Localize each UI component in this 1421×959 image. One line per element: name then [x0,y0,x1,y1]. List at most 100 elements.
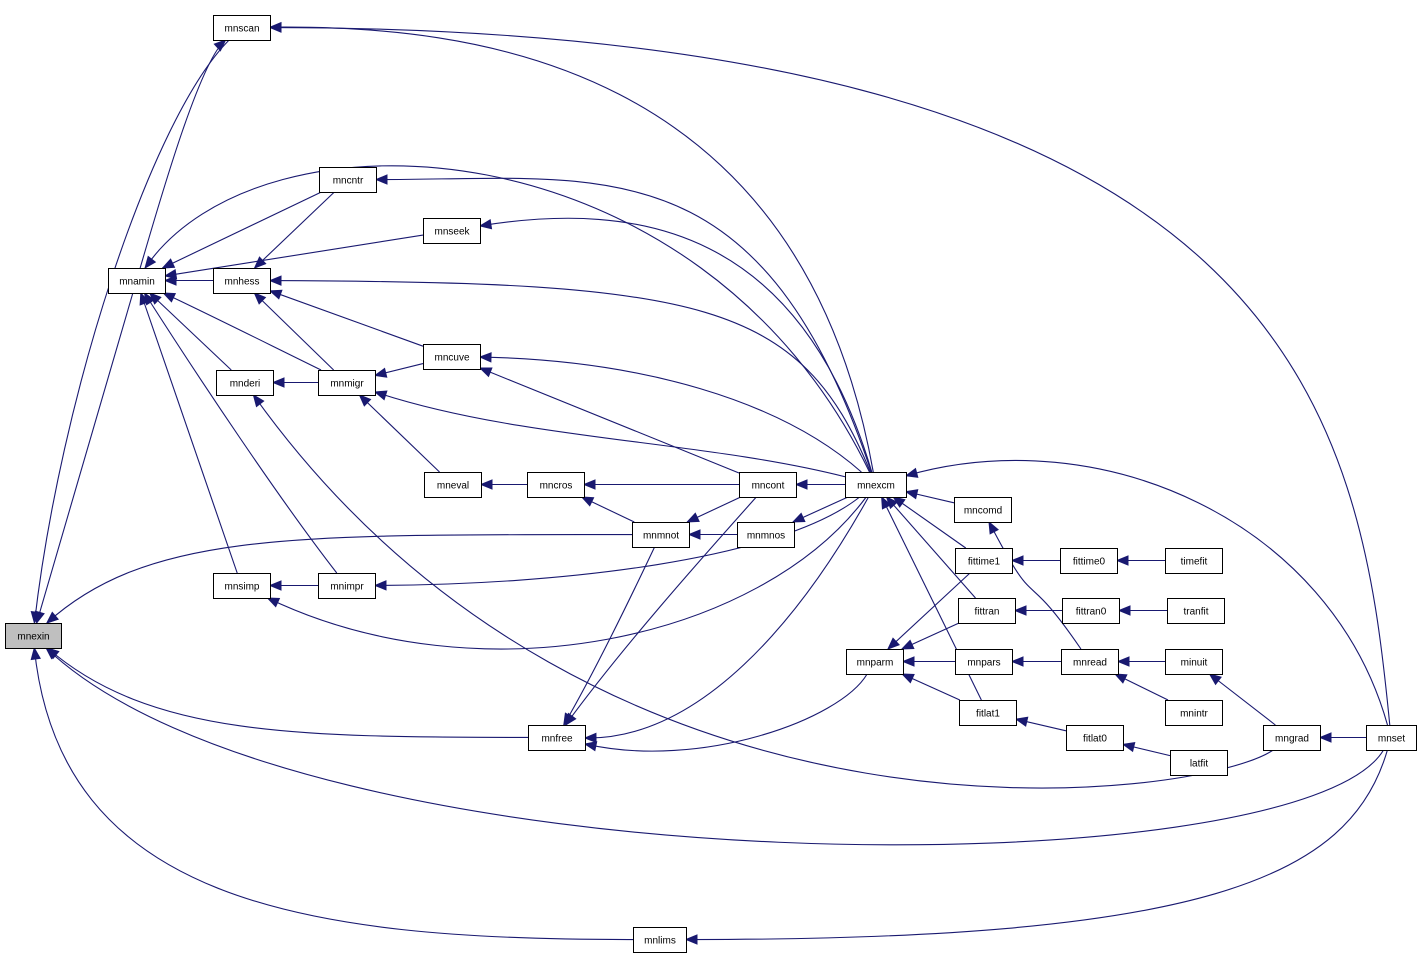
node-box[interactable] [319,167,377,193]
node-fitlat1[interactable]: fitlat1 [959,700,1017,726]
edge-line [254,191,335,269]
edge-mnintr-to-mnread [1113,673,1169,701]
arrowhead [564,712,577,727]
edge-line [988,521,1082,650]
node-mnfree[interactable]: mnfree [528,725,586,751]
node-latfit[interactable]: latfit [1170,750,1228,776]
arrowhead [686,512,700,523]
node-box[interactable] [1062,598,1120,624]
node-mncuve[interactable]: mncuve [423,344,481,370]
arrowhead [161,258,176,269]
node-box[interactable] [1263,725,1321,751]
node-box[interactable] [633,927,687,953]
node-mnmnot[interactable]: mnmnot [632,522,690,548]
node-minuit[interactable]: minuit [1165,649,1223,675]
node-mneval[interactable]: mneval [424,472,482,498]
node-box[interactable] [958,598,1016,624]
node-timefit[interactable]: timefit [1165,548,1223,574]
node-box[interactable] [213,573,271,599]
edge-mnset-to-mnexin [45,647,1385,846]
node-mnamin[interactable]: mnamin [108,268,166,294]
node-mncont[interactable]: mncont [739,472,797,498]
arrowhead [1010,555,1024,566]
edge-line [565,496,757,726]
node-mnderi[interactable]: mnderi [216,370,274,396]
edge-line [47,647,529,738]
arrowhead [1014,716,1029,727]
node-box[interactable] [954,497,1012,523]
node-mnseek[interactable]: mnseek [423,218,481,244]
node-box[interactable] [955,649,1013,675]
node-box[interactable] [318,573,376,599]
edge-mnmnos-to-mnmnot [687,529,737,540]
node-box[interactable] [1165,649,1223,675]
node-fittime0[interactable]: fittime0 [1060,548,1118,574]
arrowhead [900,673,915,684]
node-mnimpr[interactable]: mnimpr [318,573,376,599]
node-box[interactable] [528,725,586,751]
node-box[interactable] [1366,725,1417,751]
node-mnhess[interactable]: mnhess [213,268,271,294]
node-fittran0[interactable]: fittran0 [1062,598,1120,624]
node-box[interactable] [1167,598,1225,624]
node-box[interactable] [1060,548,1118,574]
node-box[interactable] [216,370,274,396]
node-mncntr[interactable]: mncntr [319,167,377,193]
node-box[interactable] [959,700,1017,726]
node-box[interactable] [424,472,482,498]
edge-mnset-to-mnexcm [904,459,1389,726]
edge-mnexcm-to-mncuve [478,352,862,473]
node-mnpars[interactable]: mnpars [955,649,1013,675]
node-box[interactable] [423,344,481,370]
node-mnintr[interactable]: mnintr [1165,700,1223,726]
node-box[interactable] [955,548,1013,574]
arrowhead [794,479,808,490]
node-mnlims[interactable]: mnlims [633,927,687,953]
node-mnscan[interactable]: mnscan [213,15,271,41]
node-box[interactable] [846,649,904,675]
edge-mnexcm-to-mnsimp [266,496,867,650]
node-fittime1[interactable]: fittime1 [955,548,1013,574]
node-mnexin[interactable]: mnexin [5,623,62,649]
node-box[interactable] [527,472,585,498]
node-box[interactable] [737,522,795,548]
node-box[interactable] [1066,725,1124,751]
node-box[interactable] [1165,548,1223,574]
node-box[interactable] [318,370,376,396]
edge-mncont-to-mncros [582,479,739,490]
edge-line [144,292,338,574]
node-box[interactable] [5,623,62,649]
node-box[interactable] [845,472,907,498]
node-box[interactable] [1061,649,1119,675]
node-box[interactable] [108,268,166,294]
node-mncros[interactable]: mncros [527,472,585,498]
node-mnexcm[interactable]: mnexcm [845,472,907,498]
edge-mnlims-to-mnexin [30,646,634,941]
node-box[interactable] [423,218,481,244]
node-mngrad[interactable]: mngrad [1263,725,1321,751]
node-box[interactable] [739,472,797,498]
edge-line [140,292,238,574]
node-mnsimp[interactable]: mnsimp [213,573,271,599]
node-tranfit[interactable]: tranfit [1167,598,1225,624]
edge-line [685,749,1388,941]
node-mnset[interactable]: mnset [1366,725,1417,751]
node-box[interactable] [213,15,271,41]
node-fittran[interactable]: fittran [958,598,1016,624]
node-mnmigr[interactable]: mnmigr [318,370,376,396]
edge-mnsimp-to-mnamin [139,291,238,574]
node-mnread[interactable]: mnread [1061,649,1119,675]
node-mncomd[interactable]: mncomd [954,497,1012,523]
node-box[interactable] [1165,700,1223,726]
node-mnmnos[interactable]: mnmnos [737,522,795,548]
node-box[interactable] [1170,750,1228,776]
node-box[interactable] [213,268,271,294]
edge-mnset-to-mnscan [268,22,1391,726]
node-mnparm[interactable]: mnparm [846,649,904,675]
edge-mnseek-to-mnamin [163,234,424,280]
arrowhead [45,611,59,624]
arrowhead [358,394,372,407]
node-box[interactable] [632,522,690,548]
arrowhead [1318,732,1332,743]
node-fitlat0[interactable]: fitlat0 [1066,725,1124,751]
